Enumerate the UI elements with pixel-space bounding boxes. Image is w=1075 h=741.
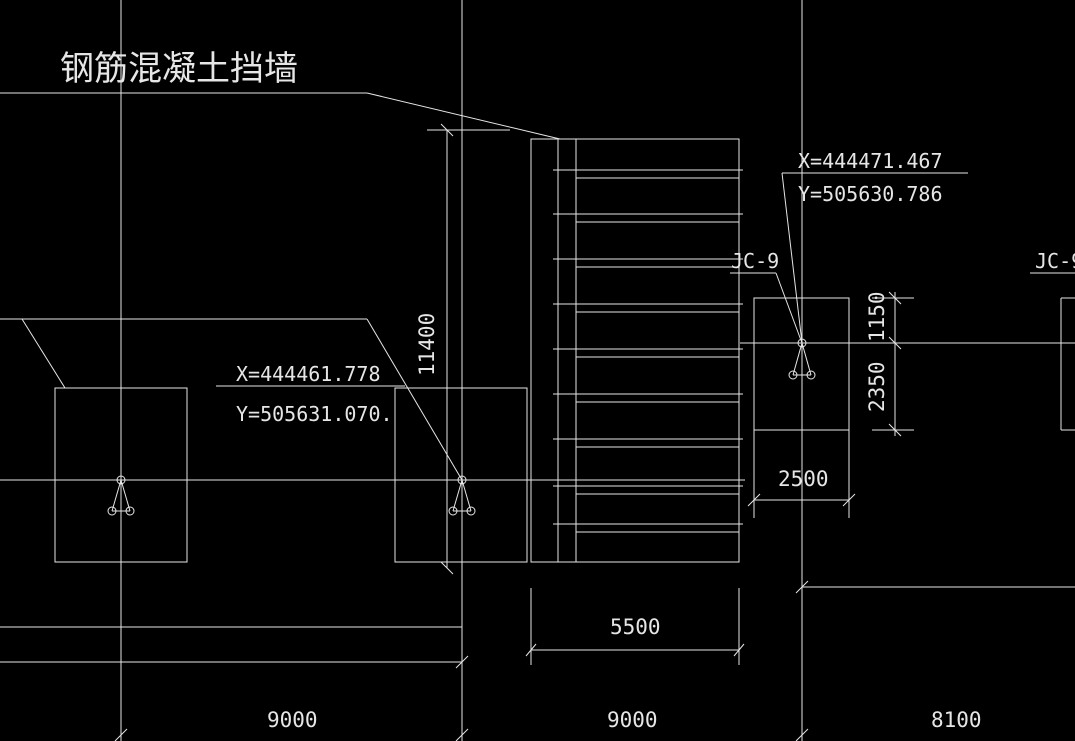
foundation-left xyxy=(0,318,188,563)
grid-dim-1: 9000 xyxy=(267,708,318,732)
dim-1150-text: 1150 xyxy=(865,291,889,342)
jc9-label-far-right: JC-9 xyxy=(1035,249,1075,273)
dim-2350-text: 2350 xyxy=(865,361,889,412)
retaining-wall xyxy=(530,138,743,563)
coord-y-right: Y=505630.786 xyxy=(798,182,943,206)
foundation-far-right xyxy=(1030,272,1075,431)
foundation-middle xyxy=(0,318,528,563)
bottom-lines xyxy=(0,580,1075,741)
dim-5500-text: 5500 xyxy=(610,615,661,639)
coord-x-middle: X=444461.778 xyxy=(236,362,381,386)
jc9-label-right: JC-9 xyxy=(731,249,779,273)
grid-dim-2: 9000 xyxy=(607,708,658,732)
grid-dim-3: 8100 xyxy=(931,708,982,732)
dim-2500-lines xyxy=(747,430,856,518)
foundation-right xyxy=(730,172,968,431)
coord-y-middle: Y=505631.070. xyxy=(236,402,393,426)
dim-5500-lines xyxy=(525,588,745,665)
coord-x-right: X=444471.467 xyxy=(798,149,943,173)
dim-1150-2350-lines xyxy=(872,291,914,437)
wall-leader xyxy=(0,92,561,140)
dim-11400-lines xyxy=(427,123,510,575)
dim-2500-text: 2500 xyxy=(778,467,829,491)
dim-11400-text: 11400 xyxy=(415,313,439,376)
drawing-title: 钢筋混凝土挡墙 xyxy=(60,49,298,89)
